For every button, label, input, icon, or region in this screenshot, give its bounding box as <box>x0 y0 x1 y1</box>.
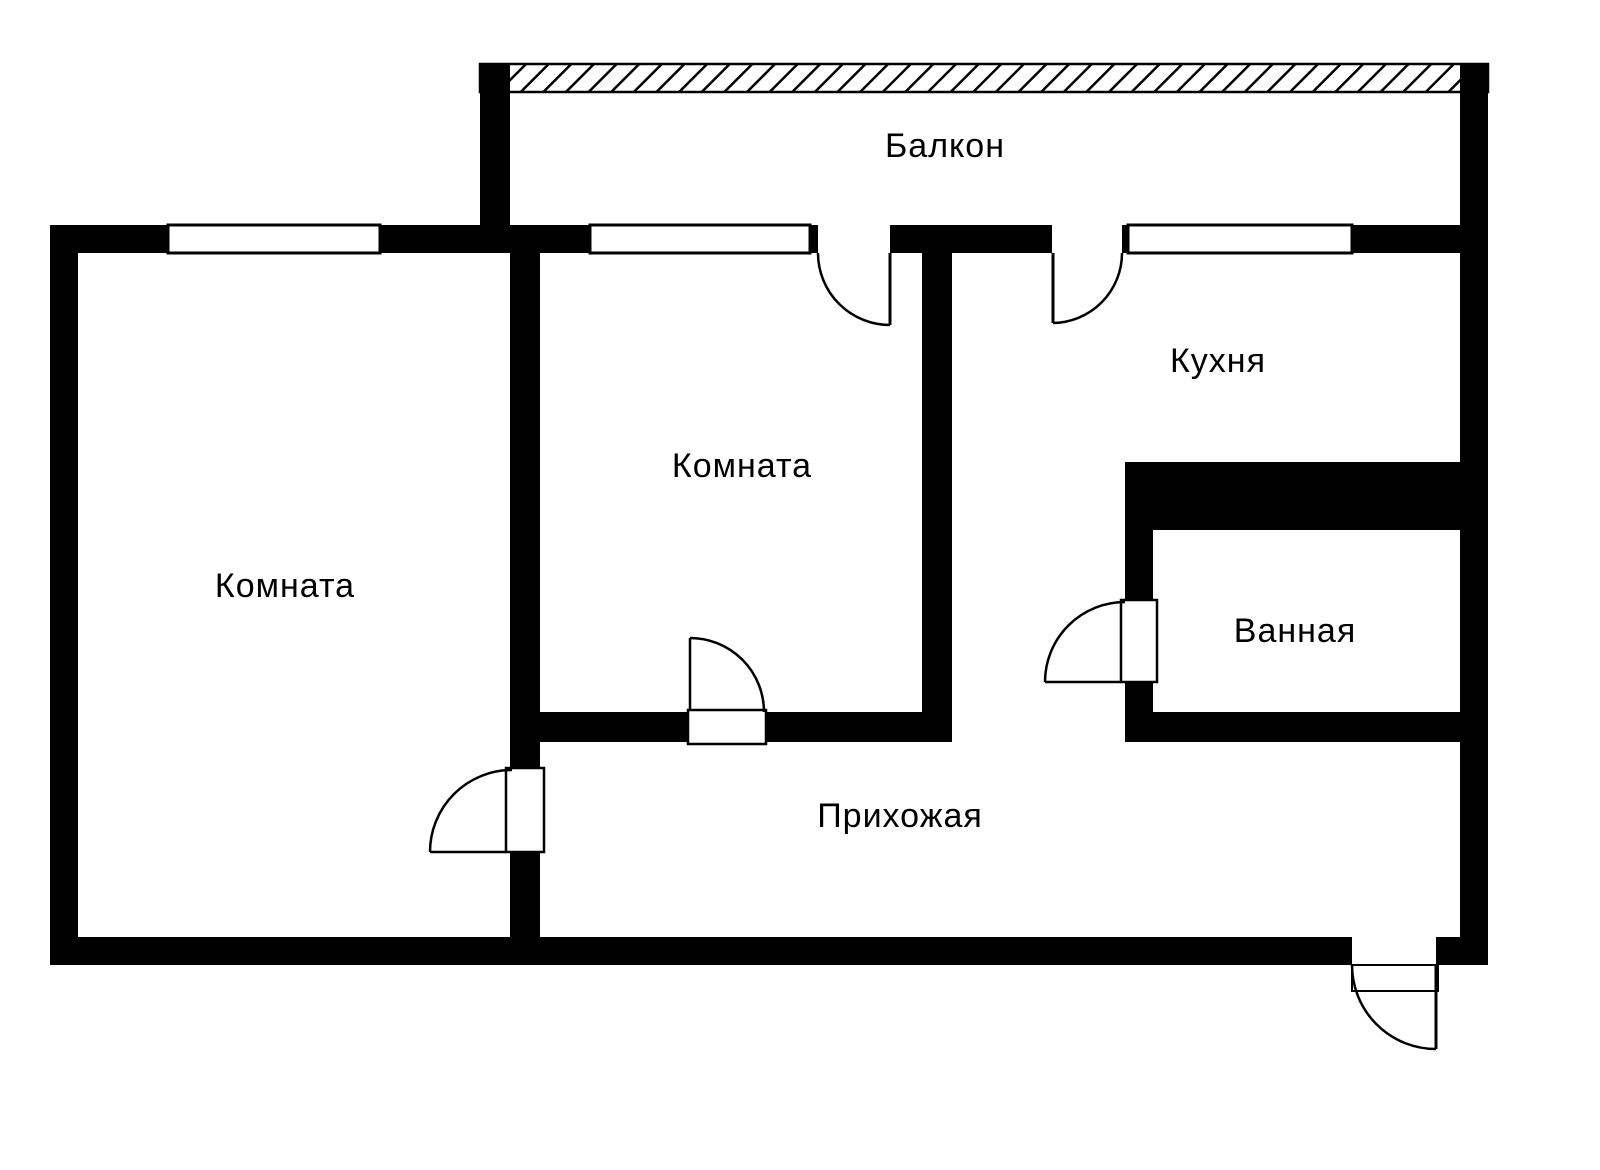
wall-outer-left <box>50 225 78 965</box>
door-opening <box>818 223 890 255</box>
door-swing-arc <box>816 252 891 327</box>
door-threshold <box>1351 964 1439 992</box>
window-room-left <box>166 223 382 255</box>
door-swing-arc <box>1052 252 1124 325</box>
door-panel <box>1119 598 1159 684</box>
door-bathroom <box>1043 598 1159 684</box>
door-panel <box>686 708 768 746</box>
door-entrance <box>1350 935 1439 1051</box>
balcony-glazing <box>478 62 1490 94</box>
door-room-middle <box>686 636 768 746</box>
windows <box>166 223 1354 255</box>
room-label-room-middle: Комната <box>672 447 812 485</box>
room-label-hallway: Прихожая <box>817 797 983 835</box>
wall-room-kitchen-divider <box>922 253 952 742</box>
room-label-bathroom: Ванная <box>1234 612 1356 650</box>
wall-bathroom-bottom <box>1125 712 1488 742</box>
wall-outer-bottom <box>50 937 1488 965</box>
room-label-balcony: Балкон <box>885 127 1005 165</box>
door-opening <box>1352 935 1436 967</box>
door-swing-arc <box>1350 964 1437 1051</box>
door-panel <box>504 766 546 854</box>
room-label-room-left: Комната <box>215 567 355 605</box>
room-label-kitchen: Кухня <box>1170 342 1266 380</box>
door-balcony-kitchen <box>1051 223 1124 325</box>
door-swing-arc <box>689 636 766 713</box>
window-room-middle <box>588 223 812 255</box>
room-labels: Балкон Кухня Комната Комната Ванная Прих… <box>215 127 1356 835</box>
balcony-wall-left <box>480 64 510 253</box>
door-balcony-room <box>816 223 892 327</box>
door-swing-arc <box>1043 600 1126 683</box>
balcony-structure <box>478 62 1490 253</box>
wall-bathroom-shaft <box>1125 462 1488 530</box>
door-swing-arc <box>428 768 513 853</box>
door-room-left <box>428 766 546 854</box>
door-opening <box>1052 223 1122 255</box>
window-kitchen <box>1126 223 1354 255</box>
interior-walls <box>510 253 1488 937</box>
